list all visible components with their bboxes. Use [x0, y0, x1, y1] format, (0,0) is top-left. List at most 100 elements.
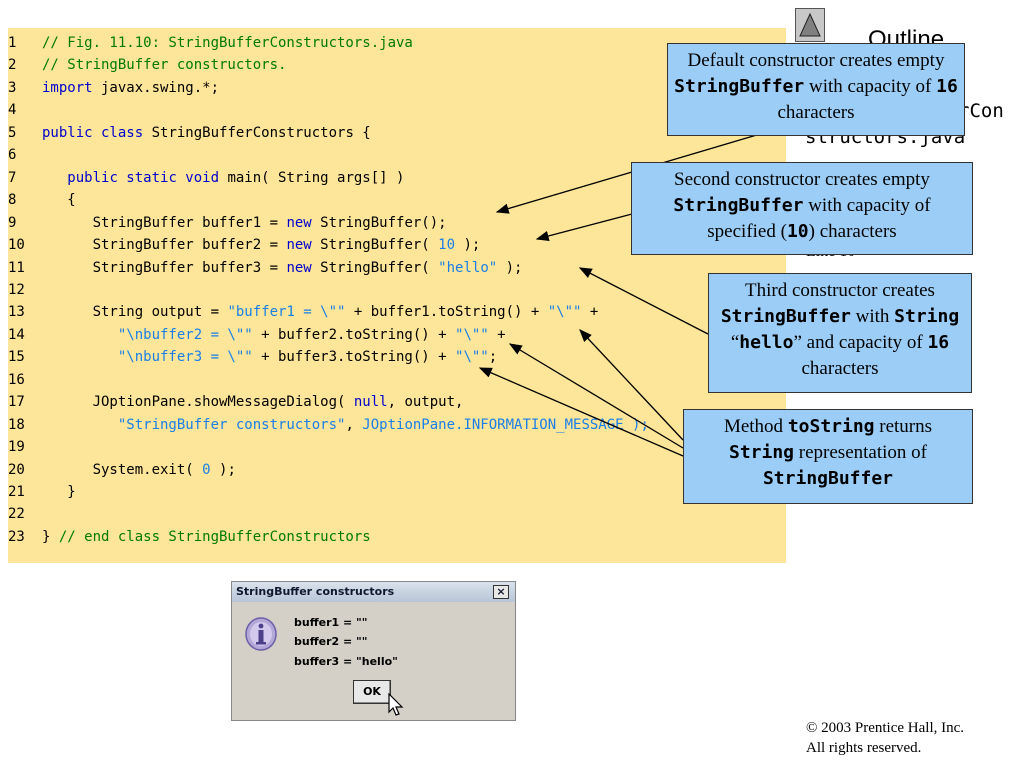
line-number: 15	[8, 349, 25, 366]
code-token: );	[455, 237, 481, 254]
code-token: );	[497, 259, 523, 276]
code-line: 13 String output = "buffer1 = \"" + buff…	[8, 301, 598, 323]
code-line: 7 public static void main( String args[]…	[8, 167, 404, 189]
line-number: 14	[8, 326, 25, 343]
line-number: 16	[8, 371, 25, 388]
code-line: 4	[8, 99, 42, 121]
code-token: }	[42, 528, 59, 545]
callout-text: “	[730, 332, 740, 353]
code-token: StringBufferConstructors {	[143, 124, 371, 141]
code-token: new	[286, 214, 312, 231]
line-number: 22	[8, 506, 25, 523]
callout-text: with	[850, 306, 895, 327]
code-token	[42, 349, 118, 365]
code-token: new	[286, 237, 312, 254]
dialog-title-bar[interactable]: StringBuffer constructors ×	[232, 582, 515, 602]
mouse-cursor-icon	[388, 693, 404, 716]
code-line: 1// Fig. 11.10: StringBufferConstructors…	[8, 32, 413, 54]
line-number: 12	[8, 281, 25, 298]
line-number: 21	[8, 484, 25, 500]
code-line: 10 StringBuffer buffer2 = new StringBuff…	[8, 234, 480, 256]
code-token: ,	[345, 416, 363, 433]
line-number: 11	[8, 259, 25, 276]
code-token: + buffer2.toString() +	[252, 326, 456, 343]
code-token: ;	[488, 349, 498, 366]
code-token: new	[286, 259, 312, 276]
code-token: , output,	[387, 394, 464, 411]
code-line: 20 System.exit( 0 );	[8, 459, 236, 481]
callout-text: with capacity of specified (	[707, 195, 931, 242]
code-token	[42, 417, 118, 433]
code-line: 5 public class StringBufferConstructors {	[8, 122, 371, 144]
code-token: "StringBuffer constructors"	[117, 416, 346, 433]
code-token: null	[353, 394, 388, 411]
code-token: StringBuffer(	[311, 237, 439, 254]
code-line: 16	[8, 369, 42, 391]
line-number: 5	[8, 124, 17, 141]
line-number: 17	[8, 394, 25, 411]
code-token: StringBuffer buffer3 =	[42, 259, 287, 276]
code-line: 19	[8, 436, 42, 458]
triangle-up-icon	[799, 12, 821, 37]
callout-code: String	[894, 306, 960, 327]
code-token: System.exit(	[42, 461, 203, 478]
code-token: + buffer3.toString() +	[252, 349, 456, 366]
callout-text: returns	[874, 416, 933, 437]
copyright-notice: © 2003 Prentice Hall, Inc. All rights re…	[806, 718, 964, 758]
code-line: 21 }	[8, 481, 76, 503]
dialog-message-line: buffer3 = "hello"	[294, 655, 398, 668]
outline-up-button[interactable]	[795, 8, 825, 42]
code-token: "\""	[455, 349, 489, 366]
line-number: 8	[8, 192, 17, 209]
code-token: "\""	[455, 326, 489, 343]
callout-code: StringBuffer	[674, 76, 805, 97]
code-line: 12	[8, 279, 42, 301]
callout-code: 16	[927, 332, 950, 353]
code-token: JOptionPane.INFORMATION_MESSAGE );	[362, 416, 649, 433]
dialog-close-button[interactable]: ×	[493, 585, 509, 599]
code-token: StringBuffer buffer1 =	[42, 214, 287, 231]
code-token: // StringBuffer constructors.	[42, 57, 287, 74]
code-token: +	[581, 304, 599, 321]
callout-code: String	[729, 442, 795, 463]
line-number: 9	[8, 214, 17, 231]
code-token: public static void	[67, 169, 220, 186]
callout-third-constructor: Third constructor creates StringBuffer w…	[708, 273, 972, 393]
code-token: String output =	[42, 304, 228, 321]
information-icon	[245, 617, 277, 651]
code-token: +	[488, 326, 506, 343]
code-token: public class	[42, 124, 144, 141]
line-number: 1	[8, 35, 17, 51]
code-token: "\nbuffer3 = \""	[117, 349, 253, 366]
code-line: 23} // end class StringBufferConstructor…	[8, 526, 371, 548]
callout-text: Third constructor creates	[745, 280, 935, 301]
code-token: }	[42, 484, 76, 500]
line-number: 13	[8, 304, 25, 321]
callout-text: representation of	[794, 442, 927, 463]
callout-text: with capacity of	[804, 76, 937, 97]
code-token: );	[210, 461, 236, 478]
code-line: 6	[8, 144, 42, 166]
callout-code: StringBuffer	[720, 306, 851, 327]
callout-code: hello	[739, 332, 794, 353]
code-token: "buffer1 = \""	[227, 304, 346, 321]
code-line: 2// StringBuffer constructors.	[8, 54, 286, 76]
callout-text: ” and capacity of	[793, 332, 928, 353]
dialog-message-line: buffer1 = ""	[294, 616, 368, 629]
dialog-title: StringBuffer constructors	[236, 585, 395, 598]
code-token: 10	[438, 237, 456, 254]
code-token: "hello"	[438, 259, 498, 276]
callout-tostring-method: Method toString returns String represent…	[683, 409, 973, 504]
callout-code: StringBuffer	[762, 468, 894, 489]
callout-text: Method	[723, 416, 788, 437]
code-token: StringBuffer buffer2 =	[42, 237, 287, 254]
code-line: 15 "\nbuffer3 = \"" + buffer3.toString()…	[8, 346, 497, 368]
ok-button[interactable]: OK	[353, 680, 391, 704]
code-line: 14 "\nbuffer2 = \"" + buffer2.toString()…	[8, 324, 506, 346]
callout-code: StringBuffer	[673, 195, 804, 216]
code-token: import	[42, 79, 93, 96]
rights-line: All rights reserved.	[806, 740, 922, 756]
line-number: 20	[8, 461, 25, 478]
code-line: 9 StringBuffer buffer1 = new StringBuffe…	[8, 212, 447, 234]
